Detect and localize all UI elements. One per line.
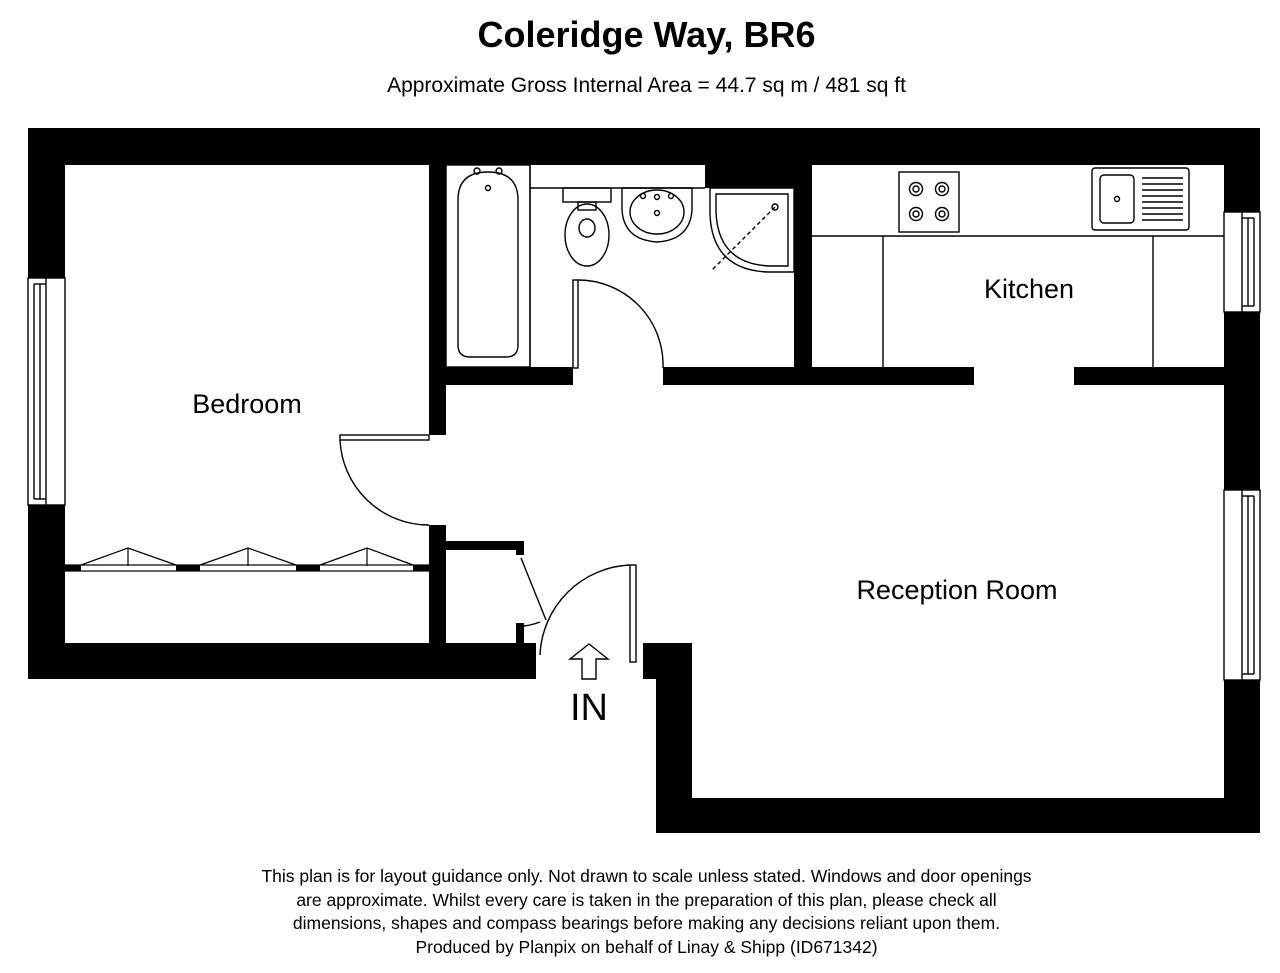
disclaimer-line: Produced by Planpix on behalf of Linay &… xyxy=(415,936,878,957)
hob-icon xyxy=(898,171,960,233)
disclaimer: This plan is for layout guidance only. N… xyxy=(200,865,1093,959)
window-kitchen xyxy=(1223,211,1261,313)
door-bedroom xyxy=(339,434,430,526)
plan-title: Coleridge Way, BR6 xyxy=(477,14,816,55)
outer-walls xyxy=(28,128,1260,833)
kitchen-fixtures xyxy=(812,167,1224,367)
entrance-label: IN xyxy=(570,687,608,729)
basin-icon xyxy=(621,187,693,243)
wardrobe xyxy=(64,547,431,572)
bathroom-fixtures xyxy=(445,164,795,368)
door-entrance xyxy=(539,564,637,663)
disclaimer-line: This plan is for layout guidance only. N… xyxy=(261,866,1032,886)
room-label-kitchen: Kitchen xyxy=(984,274,1074,304)
bathtub-icon xyxy=(445,164,531,368)
door-cupboard xyxy=(520,557,547,627)
room-label-bedroom: Bedroom xyxy=(192,389,302,419)
room-label-reception: Reception Room xyxy=(856,575,1057,605)
entrance-arrow-icon xyxy=(567,643,611,680)
interior-walls xyxy=(429,160,1226,645)
door-bathroom xyxy=(572,279,664,369)
toilet-icon xyxy=(562,187,612,267)
window-bedroom xyxy=(27,277,66,506)
window-reception xyxy=(1223,489,1261,681)
disclaimer-line: dimensions, shapes and compass bearings … xyxy=(292,913,1001,933)
area-subtitle: Approximate Gross Internal Area = 44.7 s… xyxy=(387,74,906,97)
disclaimer-line: are approximate. Whilst every care is ta… xyxy=(296,889,997,910)
shower-icon xyxy=(709,187,795,273)
sink-icon xyxy=(1091,167,1190,231)
